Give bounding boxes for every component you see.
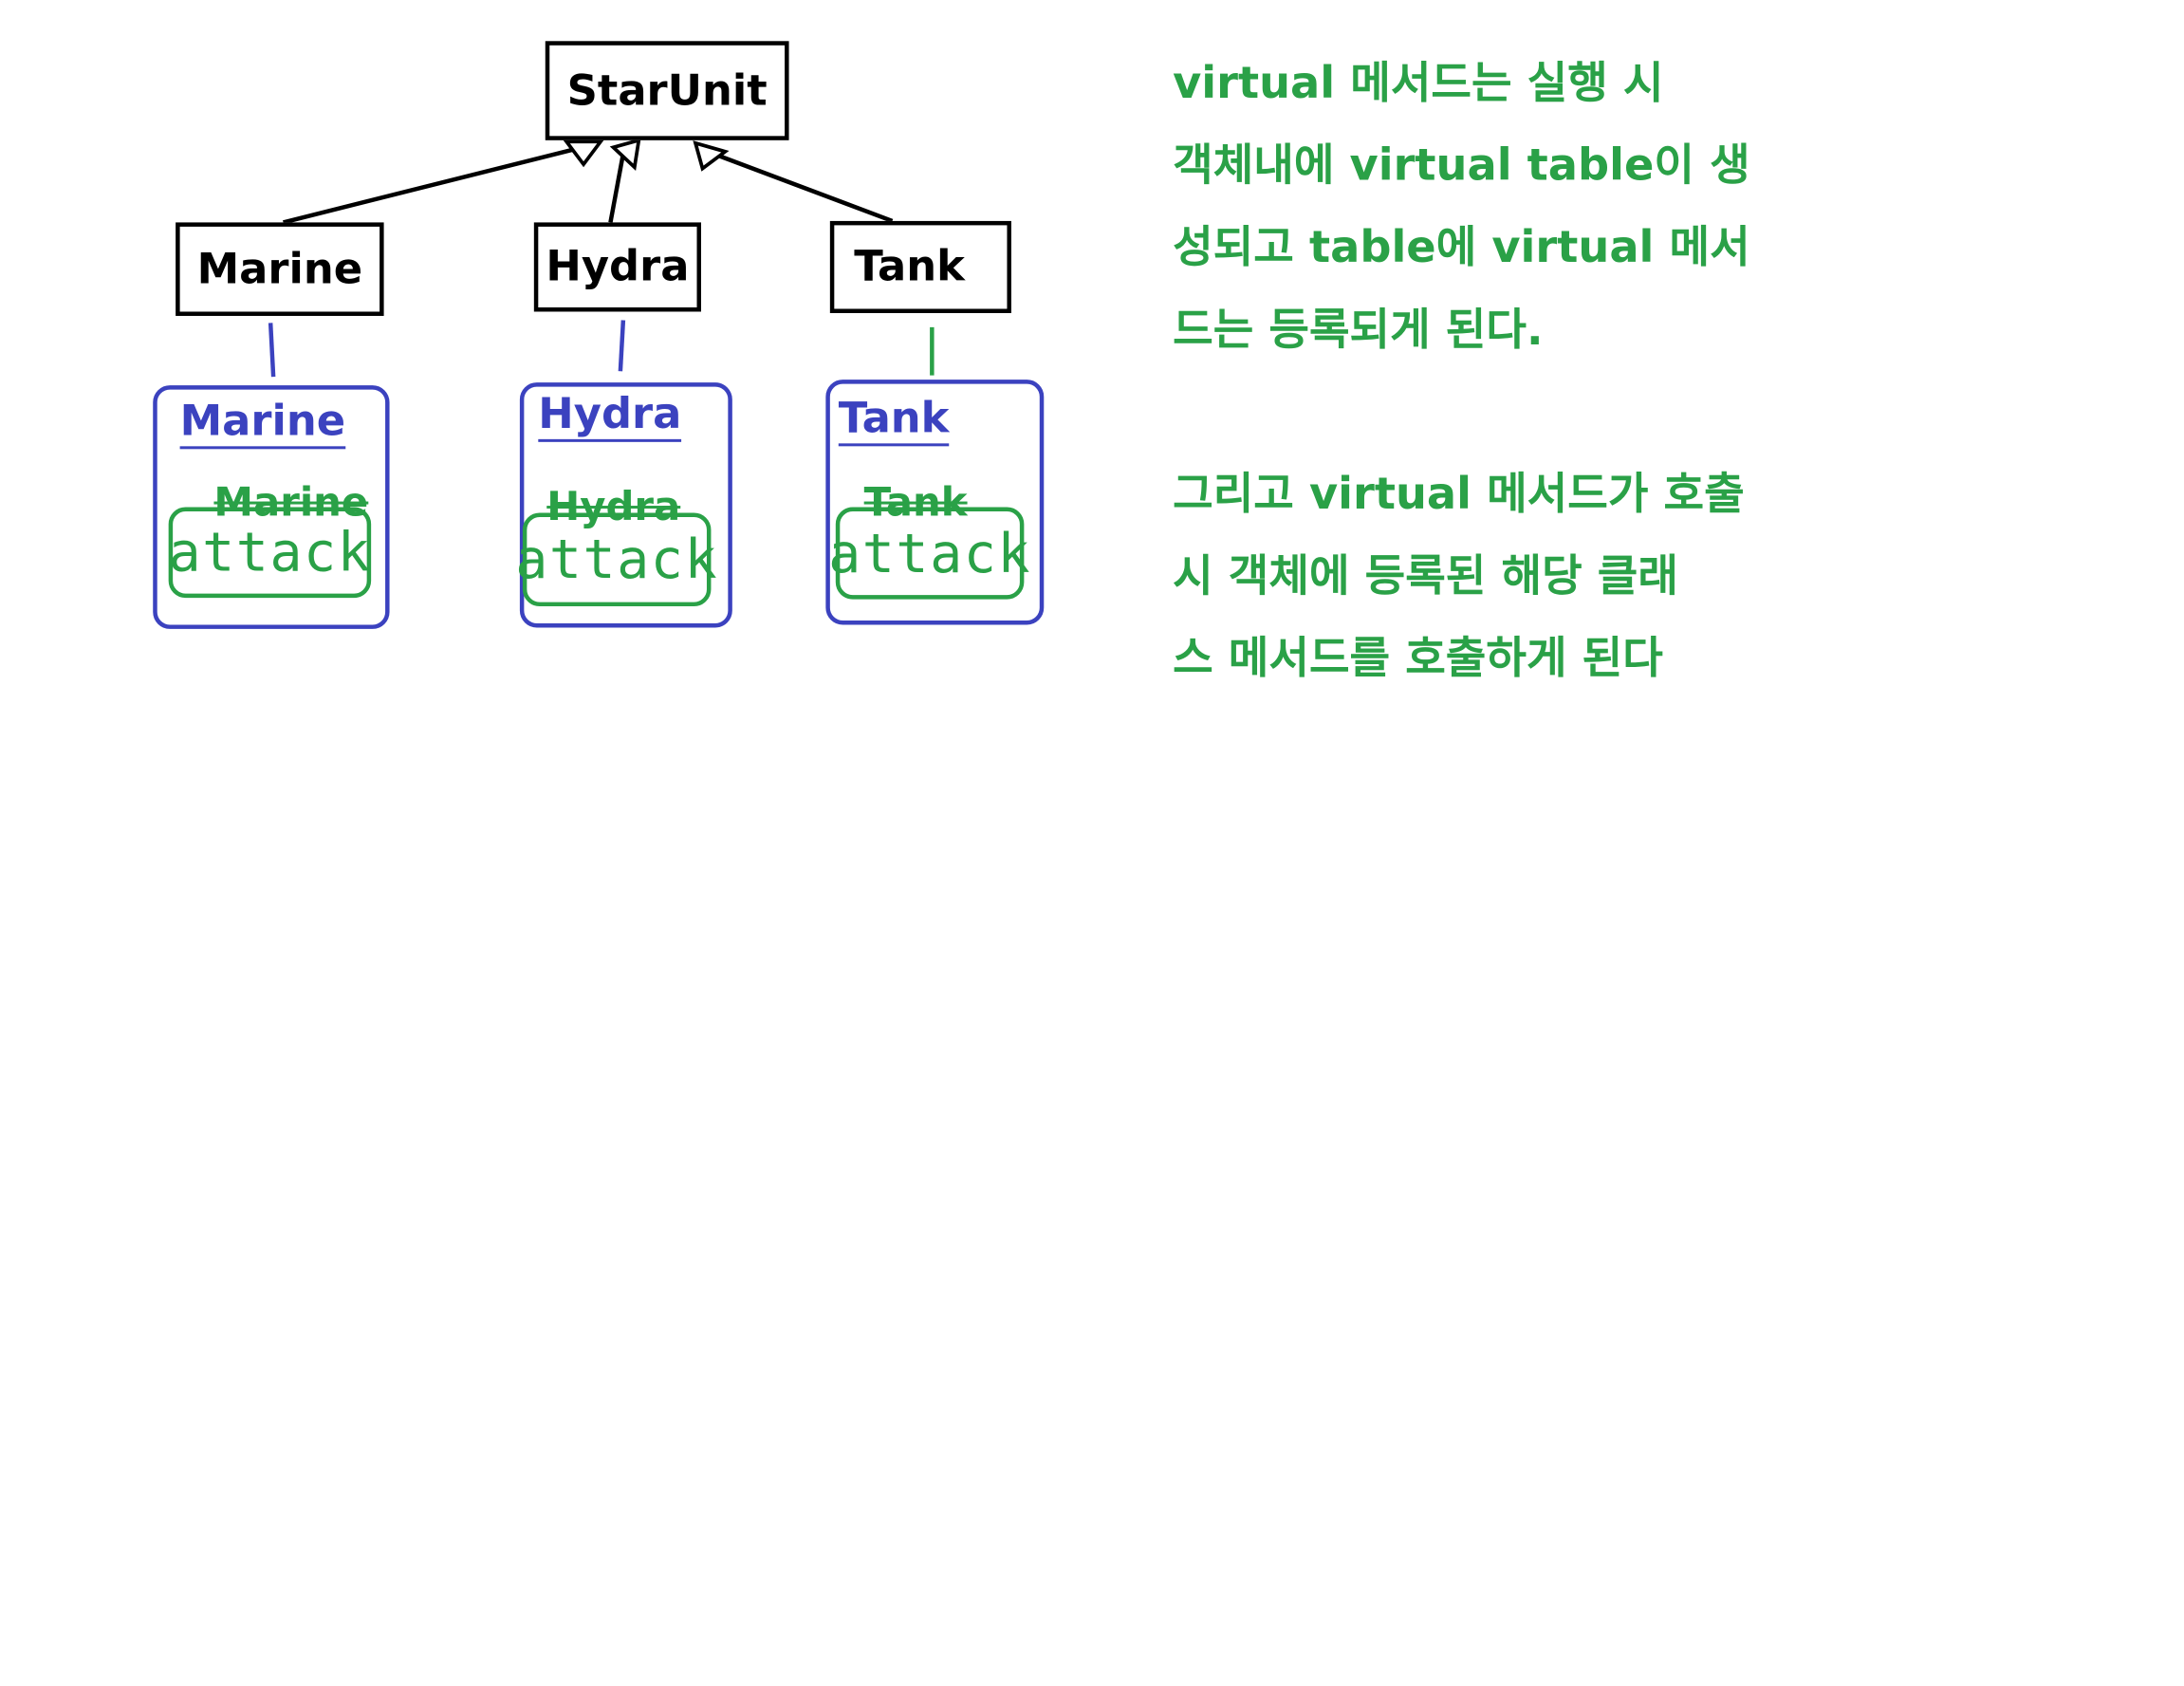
- vtable-box-tank: [825, 380, 1045, 625]
- class-box-hydra: Hydra: [533, 222, 701, 312]
- method-box-marine-attack: attack: [168, 507, 372, 599]
- vtable-entry-label-hydra: Hydra: [546, 483, 681, 530]
- explanation-line: 시 객체에 등록된 해당 클래: [1173, 550, 1678, 602]
- connector-lines: [268, 138, 935, 378]
- explanation-line: 그리고 virtual 메서드가 호출: [1173, 469, 1745, 520]
- class-name-starunit: StarUnit: [566, 65, 768, 116]
- method-name-marine: attack: [168, 521, 372, 584]
- inheritance-line-marine: [283, 143, 589, 225]
- vtable-entry-label-marine: Marine: [213, 478, 369, 526]
- explanation-line: 성되고 table에 virtual 메서: [1173, 222, 1750, 274]
- inheritance-line-tank: [703, 148, 894, 224]
- vtable-link-marine: [268, 323, 276, 378]
- class-box-starunit: StarUnit: [545, 41, 789, 140]
- class-box-tank: Tank: [829, 220, 1011, 313]
- class-name-tank: Tank: [854, 242, 965, 292]
- vtable-link-hydra: [618, 320, 626, 372]
- explanation-text: virtual 메서드는 실행 시 객체내에 virtual table이 생 …: [1173, 43, 2164, 700]
- method-box-hydra-attack: attack: [515, 512, 717, 607]
- method-name-hydra: attack: [515, 528, 719, 591]
- inheritance-arrowhead-marine: [563, 139, 604, 168]
- vtable-box-marine: [153, 385, 390, 629]
- paragraph-gap: [1173, 371, 2164, 454]
- vtable-title-tank: Tank: [838, 397, 950, 446]
- class-box-marine: Marine: [176, 222, 384, 316]
- inheritance-arrowhead-tank: [693, 140, 730, 172]
- method-name-tank: attack: [828, 522, 1032, 584]
- explanation-line: 객체내에 virtual table이 생: [1173, 139, 1750, 192]
- vtable-entry-label-tank: Tank: [863, 478, 968, 526]
- explanation-line: 드는 등록되게 된다.: [1173, 305, 1544, 356]
- class-name-hydra: Hydra: [546, 242, 690, 292]
- inheritance-arrowhead-hydra: [609, 138, 641, 171]
- explanation-line: virtual 메서드는 실행 시: [1173, 58, 1664, 109]
- vtable-title-hydra: Hydra: [538, 393, 682, 442]
- class-name-marine: Marine: [196, 244, 363, 294]
- vtable-box-hydra: [519, 382, 732, 628]
- explanation-line: 스 메서드를 호출하게 된다: [1173, 633, 1663, 685]
- inheritance-line-hydra: [608, 145, 627, 223]
- vtable-title-marine: Marine: [179, 399, 346, 449]
- method-box-tank-attack: attack: [828, 507, 1030, 600]
